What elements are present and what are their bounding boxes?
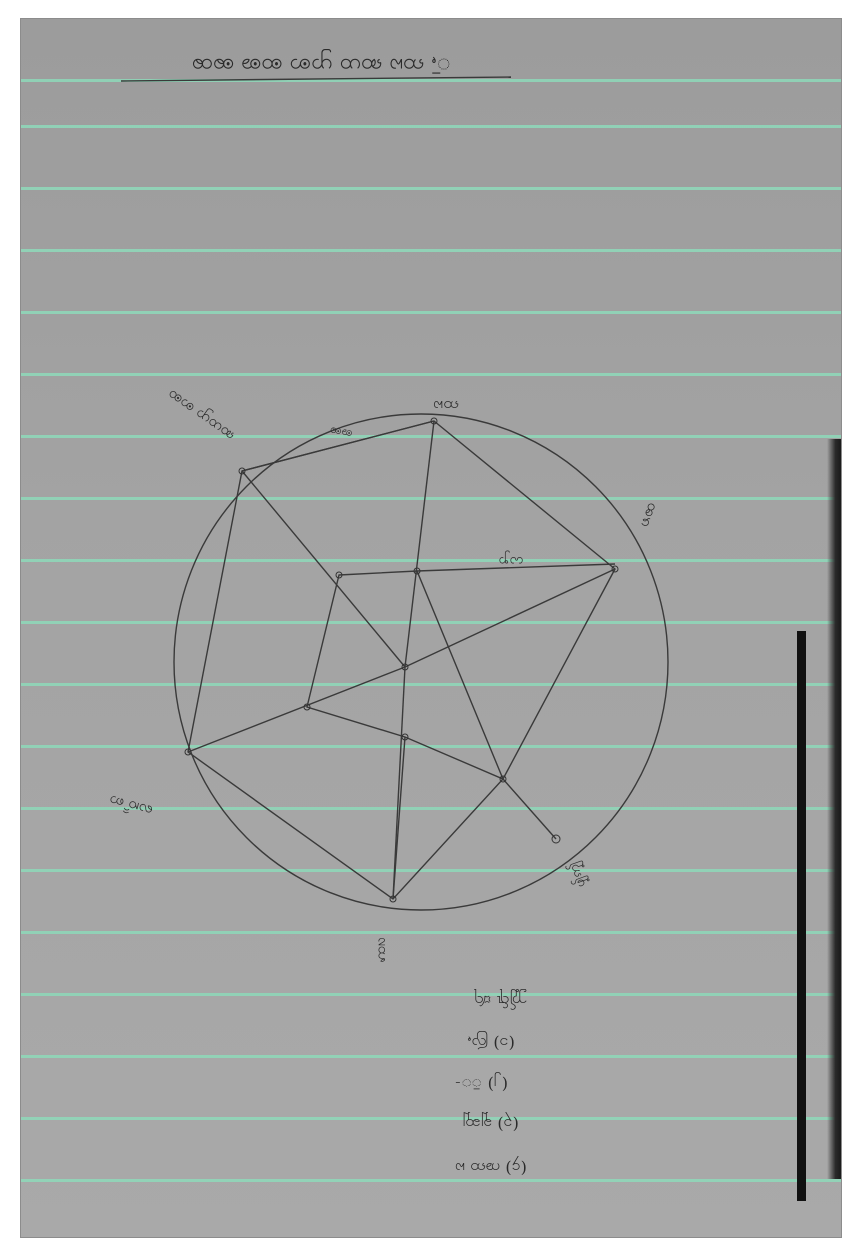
- notebook-page: ꩻꩼ ꩡꩢ ꩣꩤ ꩥꩦ ꩧꩨ ꩩꩪ ꩡꩢ ꩣꩤꩥ ꩦꩧ: [20, 18, 842, 1238]
- label-bottom: ꩲꩳ: [373, 937, 389, 963]
- label-chord: ꩨꩩ: [329, 424, 354, 442]
- inner-bottom-line: [393, 737, 405, 899]
- legend-item: (၃) ꩾꩿ: [463, 1111, 519, 1134]
- legend-item: (၂) ꩼꩽ: [454, 1072, 508, 1094]
- geometry-diagram: ꩻꩼ ꩡꩢ ꩣꩤ ꩥꩦ ꩧꩨ ꩩꩪ ꩡꩢ ꩣꩤꩥ ꩦꩧ: [21, 19, 841, 1237]
- legend-item: (၄) ꩠꩡ ꩢ: [455, 1156, 527, 1178]
- label-inner-right: ꩬꩭ: [498, 551, 523, 569]
- outer-polygon: [188, 421, 615, 899]
- label-right: ꩪꩫ: [637, 501, 662, 531]
- label-left: ꩮꩯ ꩰꩱ: [107, 792, 154, 821]
- circumscribed-circle: [174, 414, 668, 910]
- radius-left: [188, 667, 405, 752]
- label-bottom-right: ꩴꩵ: [565, 859, 591, 890]
- page-title: ꩻꩼ ꩡꩢ ꩣꩤ ꩥꩦ ꩧꩨ ꩩꩪ: [192, 49, 451, 78]
- legend-item: ꩶ꩷ ꩸꩹: [473, 989, 528, 1011]
- label-top: ꩡꩢ: [433, 397, 458, 416]
- extension-line: [503, 779, 556, 839]
- label-top-left: ꩣꩤꩥ ꩦꩧ: [163, 384, 239, 446]
- radius-bottom: [393, 667, 405, 899]
- legend-item: (၁) ꩺꩻ: [467, 1031, 515, 1053]
- radius-top: [405, 421, 434, 667]
